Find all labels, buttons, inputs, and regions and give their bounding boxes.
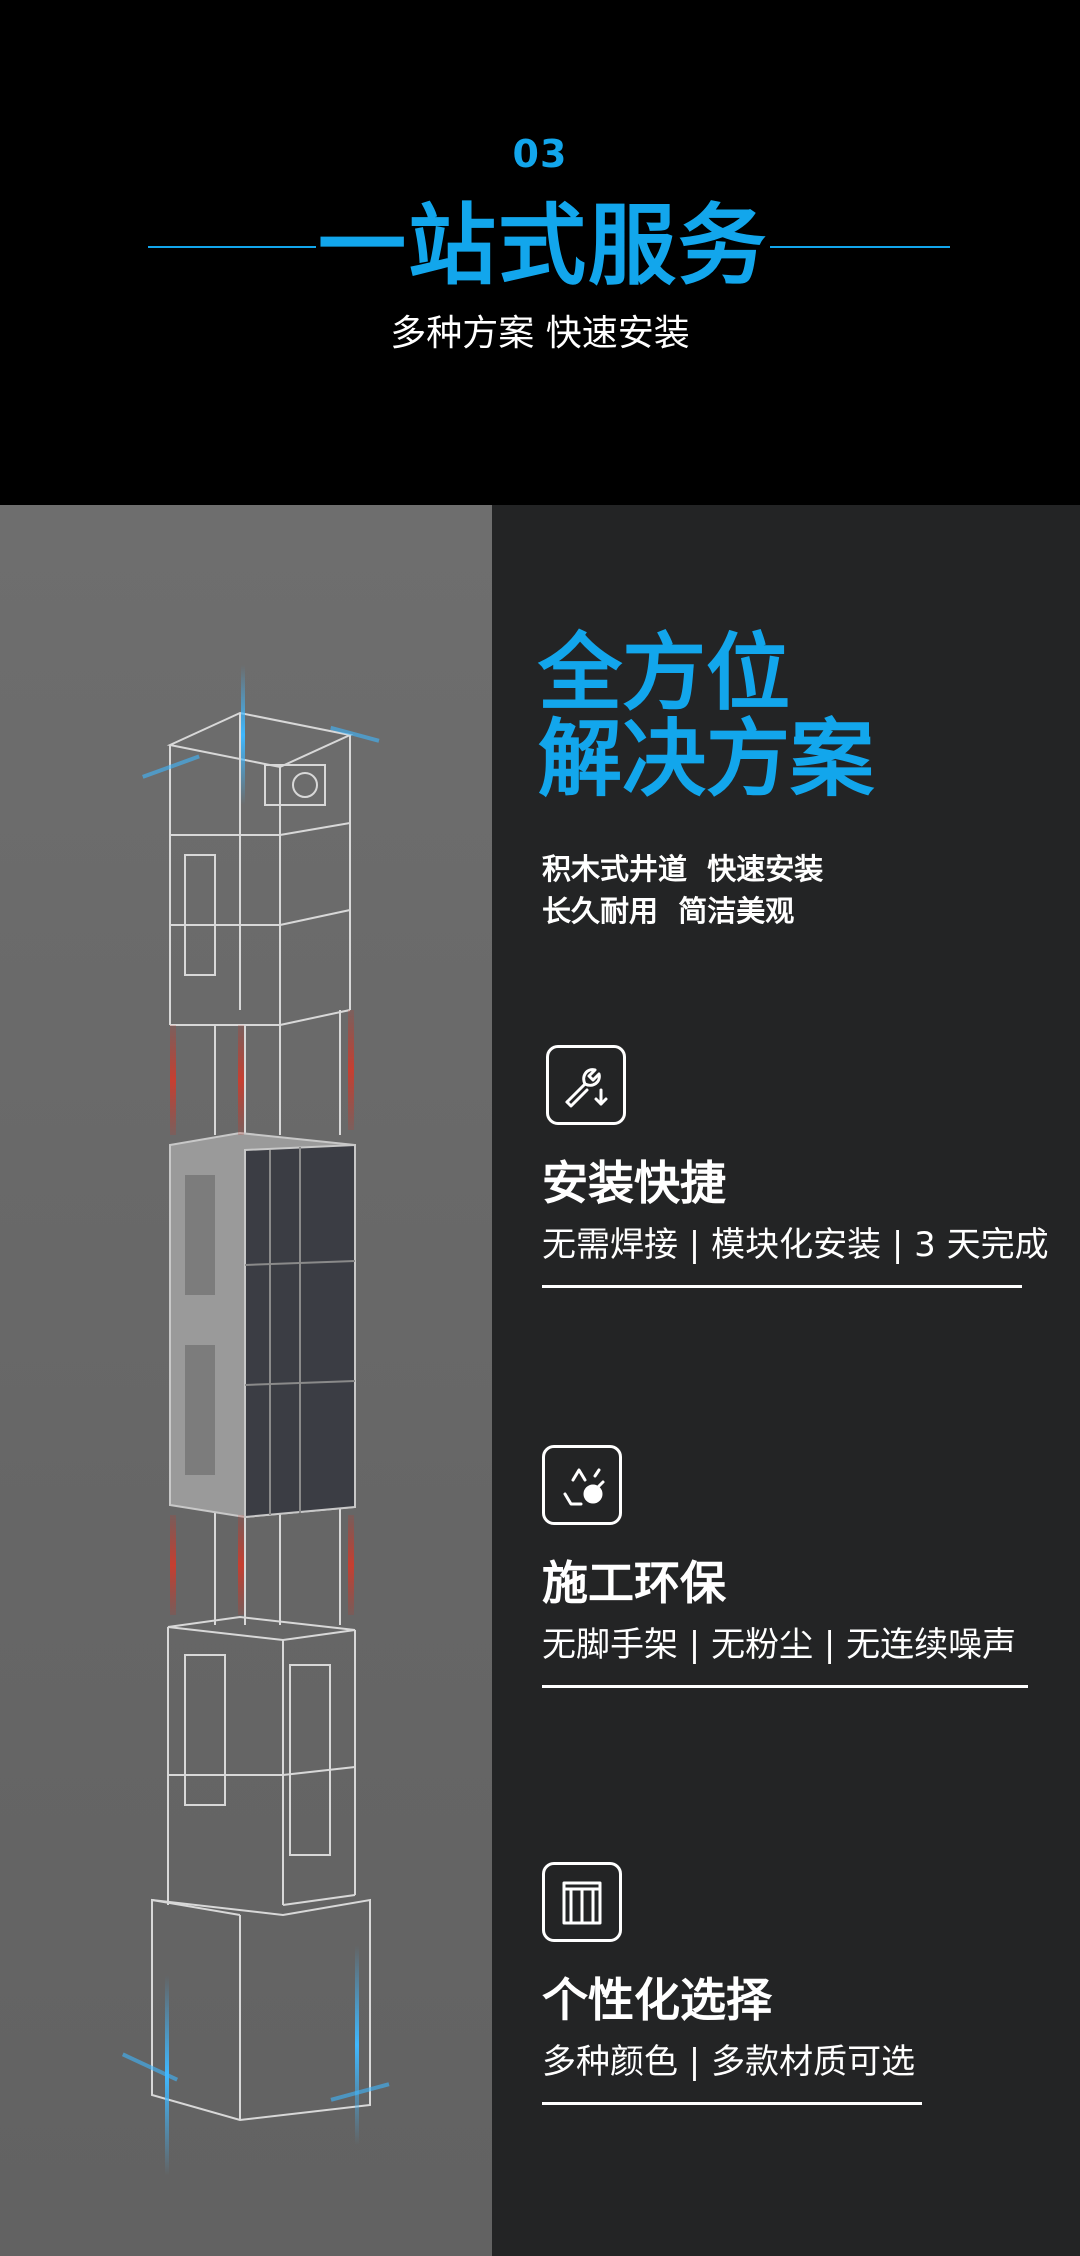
section-subtitle: 多种方案 快速安装 [390, 313, 690, 354]
hero-description: 积木式井道 快速安装 长久耐用 简洁美观 [542, 848, 1042, 932]
hero-desc-line2: 长久耐用 简洁美观 [542, 894, 795, 928]
hero-desc-line1: 积木式井道 快速安装 [542, 852, 824, 886]
header-section: 03 一站式服务 多种方案 快速安装 [0, 0, 1080, 505]
section-title: 一站式服务 [317, 194, 768, 297]
title-decor-line-right [770, 246, 950, 248]
elevator-shaft-illustration [121, 665, 390, 2175]
elevator-door-icon [542, 1862, 622, 1942]
features-panel [492, 505, 1080, 2256]
feature-custom: 个性化选择 多种颜色 | 多款材质可选 [542, 1862, 1062, 2105]
title-decor-line-left [148, 246, 316, 248]
section-number: 03 [512, 132, 568, 176]
feature-eco-subtitle: 无脚手架 | 无粉尘 | 无连续噪声 [542, 1625, 1017, 1665]
feature-install-subtitle: 无需焊接 | 模块化安装 | 3 天完成 [542, 1225, 1049, 1265]
feature-custom-divider [542, 2102, 922, 2105]
feature-install-divider [542, 1285, 1022, 1288]
hero-title-line2: 解决方案 [538, 710, 875, 808]
elevator-illustration-panel [0, 505, 492, 2256]
feature-eco-title: 施工环保 [542, 1556, 726, 1610]
feature-custom-subtitle: 多种颜色 | 多款材质可选 [542, 2042, 916, 2082]
feature-eco: 施工环保 无脚手架 | 无粉尘 | 无连续噪声 [542, 1445, 1062, 1688]
wrench-install-icon [546, 1045, 626, 1125]
eco-recycle-icon [542, 1445, 622, 1525]
feature-install-title: 安装快捷 [542, 1156, 726, 1210]
feature-custom-title: 个性化选择 [542, 1973, 772, 2027]
feature-install: 安装快捷 无需焊接 | 模块化安装 | 3 天完成 [542, 1045, 1062, 1288]
title-row: 一站式服务 [0, 196, 1080, 296]
hero-title: 全方位 解决方案 [538, 630, 1058, 802]
feature-eco-divider [542, 1685, 1028, 1688]
hero-title-line1: 全方位 [538, 624, 791, 722]
